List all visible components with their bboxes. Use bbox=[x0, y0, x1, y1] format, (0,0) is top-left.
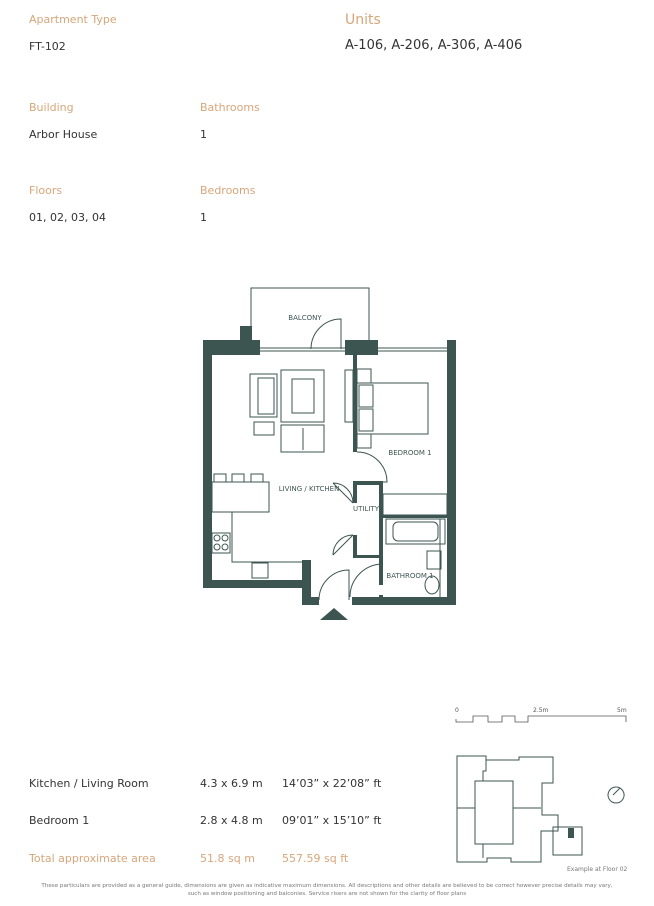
sofa bbox=[280, 424, 325, 453]
wall bbox=[379, 595, 383, 600]
basin bbox=[426, 550, 442, 570]
bedrooms-label: Bedrooms bbox=[200, 184, 256, 197]
coffee-table bbox=[291, 378, 315, 414]
dim-imperial: 14’03” x 22’08” ft bbox=[282, 777, 382, 790]
apartment-type-value: FT-102 bbox=[29, 40, 66, 53]
room-label-utility: UTILITY bbox=[353, 505, 380, 513]
wall bbox=[203, 340, 260, 355]
keyplan-caption: Example at Floor 02 bbox=[567, 866, 628, 873]
units-label: Units bbox=[345, 12, 381, 28]
dim-room: Kitchen / Living Room bbox=[29, 777, 149, 790]
floors-value: 01, 02, 03, 04 bbox=[29, 211, 106, 224]
room-label-balcony: BALCONY bbox=[288, 314, 322, 322]
rug bbox=[280, 369, 325, 423]
bathtub bbox=[385, 518, 446, 545]
scale-tick: 5m bbox=[617, 707, 627, 714]
room-label-living: LIVING / KITCHEN bbox=[279, 485, 340, 493]
entrance-arrow bbox=[320, 608, 348, 620]
total-label: Total approximate area bbox=[29, 852, 156, 865]
dim-metric: 2.8 x 4.8 m bbox=[200, 814, 263, 827]
keyplan bbox=[456, 755, 625, 863]
wall bbox=[302, 560, 311, 605]
wall bbox=[353, 555, 383, 558]
disclaimer-line2: such as window positioning and balconies… bbox=[187, 891, 467, 897]
wall bbox=[203, 340, 212, 588]
dim-metric: 4.3 x 6.9 m bbox=[200, 777, 263, 790]
wall bbox=[353, 481, 383, 485]
unit-highlight bbox=[568, 828, 574, 838]
entrance-door bbox=[318, 569, 350, 601]
building-label: Building bbox=[29, 101, 74, 114]
toilet bbox=[424, 575, 440, 595]
wall bbox=[302, 597, 319, 605]
dim-imperial: 09’01” x 15’10” ft bbox=[282, 814, 382, 827]
bedrooms-value: 1 bbox=[200, 211, 207, 224]
hob bbox=[211, 532, 231, 554]
wall bbox=[383, 515, 447, 518]
wall bbox=[352, 597, 456, 605]
scale-tick: 0 bbox=[455, 707, 459, 714]
sink bbox=[251, 562, 269, 579]
bedroom-door bbox=[356, 451, 388, 483]
bathrooms-label: Bathrooms bbox=[200, 101, 260, 114]
wall bbox=[203, 580, 311, 588]
bed bbox=[356, 382, 429, 435]
scale-bar bbox=[455, 715, 627, 723]
ottoman bbox=[253, 421, 275, 436]
apartment-type-label: Apartment Type bbox=[29, 13, 117, 26]
wall bbox=[353, 355, 357, 452]
building-value: Arbor House bbox=[29, 128, 98, 141]
wall bbox=[353, 535, 357, 558]
dim-room: Bedroom 1 bbox=[29, 814, 90, 827]
wall bbox=[353, 481, 357, 503]
units-value: A-106, A-206, A-306, A-406 bbox=[345, 38, 523, 53]
bathroom-door bbox=[349, 563, 384, 598]
wall bbox=[447, 340, 456, 605]
room-label-bathroom: BATHROOM 1 bbox=[386, 572, 433, 580]
wardrobe bbox=[382, 493, 448, 516]
wardrobe bbox=[344, 369, 354, 423]
sofa bbox=[249, 373, 278, 418]
wall bbox=[379, 485, 383, 585]
kitchen-island bbox=[211, 481, 270, 513]
room-label-bedroom: BEDROOM 1 bbox=[388, 449, 431, 457]
scale-tick: 2.5m bbox=[533, 707, 549, 714]
bathrooms-value: 1 bbox=[200, 128, 207, 141]
total-metric: 51.8 sq m bbox=[200, 852, 255, 865]
wall bbox=[240, 326, 252, 342]
disclaimer: These particulars are provided as a gene… bbox=[0, 882, 654, 898]
total-imperial: 557.59 sq ft bbox=[282, 852, 349, 865]
balcony-door bbox=[310, 318, 342, 350]
kitchen-counter bbox=[212, 511, 302, 563]
utility-door bbox=[332, 482, 354, 556]
disclaimer-line1: These particulars are provided as a gene… bbox=[41, 883, 613, 889]
floors-label: Floors bbox=[29, 184, 63, 197]
